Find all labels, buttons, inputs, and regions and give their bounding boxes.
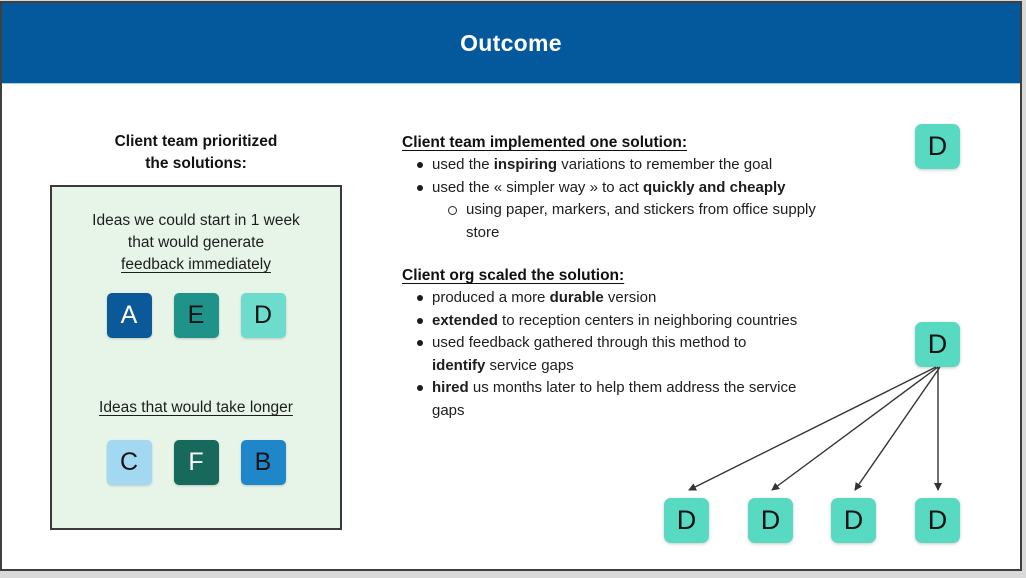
bullet-text: hired us months later to help them addre… xyxy=(432,379,797,419)
idea-square-f: F xyxy=(173,440,219,485)
sub-bullet-item: using paper, markers, and stickers from … xyxy=(402,199,910,244)
scaled-section: Client org scaled the solution: produced… xyxy=(402,265,910,422)
scaled-heading: Client org scaled the solution: xyxy=(402,267,625,284)
ideas-box: Ideas we could start in 1 week that woul… xyxy=(50,185,342,530)
bullet-text: used the « simpler way » to act quickly … xyxy=(432,178,786,196)
quick-ideas-caption: Ideas we could start in 1 week that woul… xyxy=(58,210,334,276)
bullet-dot-icon xyxy=(417,317,423,324)
bullet-dot-icon xyxy=(417,295,423,301)
bullet-dot-icon xyxy=(417,385,423,391)
longer-ideas-caption: Ideas that would take longer xyxy=(99,399,293,416)
quick-ideas-caption-line2: that would generate xyxy=(127,234,265,251)
quick-ideas-caption-underlined: feedback immediately xyxy=(121,256,271,273)
slide-header-bar: Outcome xyxy=(2,3,1020,84)
prioritization-heading-line2: the solutions: xyxy=(145,155,247,172)
quick-ideas-squares: A E D xyxy=(52,293,340,338)
bullet-dot-icon xyxy=(417,162,423,168)
idea-square-e: E xyxy=(173,293,219,338)
prioritization-heading: Client team prioritized the solutions: xyxy=(50,131,342,175)
implemented-section: Client team implemented one solution: us… xyxy=(402,132,910,244)
bullet-item: used feedback gathered through this meth… xyxy=(402,332,910,377)
bullet-dot-icon xyxy=(417,340,423,346)
bullet-item: used the « simpler way » to act quickly … xyxy=(402,177,910,200)
solution-node-target-4: D xyxy=(915,498,960,543)
bullet-text: produced a more durable version xyxy=(432,289,657,306)
bullet-item: hired us months later to help them addre… xyxy=(402,377,910,422)
bullet-text: used feedback gathered through this meth… xyxy=(432,334,747,374)
bullet-item: produced a more durable version xyxy=(402,287,910,310)
solution-node-target-1: D xyxy=(664,498,709,543)
solution-node-top: D xyxy=(915,124,960,169)
idea-square-d: D xyxy=(240,293,286,338)
bullet-ring-icon xyxy=(448,206,457,215)
bullet-text: extended to reception centers in neighbo… xyxy=(432,311,798,329)
prioritization-heading-line1: Client team prioritized xyxy=(114,133,278,150)
sub-bullet-text: using paper, markers, and stickers from … xyxy=(466,201,816,241)
bullet-item: extended to reception centers in neighbo… xyxy=(402,310,910,333)
solution-node-target-2: D xyxy=(748,498,793,543)
solution-node-target-3: D xyxy=(831,498,876,543)
slide-title: Outcome xyxy=(460,29,562,56)
idea-square-c: C xyxy=(106,440,152,485)
bullet-item: used the inspiring variations to remembe… xyxy=(402,154,910,177)
bullet-dot-icon xyxy=(417,184,423,191)
bullet-text: used the inspiring variations to remembe… xyxy=(432,156,773,173)
idea-square-a: A xyxy=(106,293,152,338)
solution-node-source: D xyxy=(915,322,960,367)
quick-ideas-caption-line1: Ideas we could start in 1 week xyxy=(92,212,300,229)
implemented-heading: Client team implemented one solution: xyxy=(402,134,688,151)
idea-square-b: B xyxy=(240,440,286,485)
longer-ideas-squares: C F B xyxy=(52,440,340,485)
